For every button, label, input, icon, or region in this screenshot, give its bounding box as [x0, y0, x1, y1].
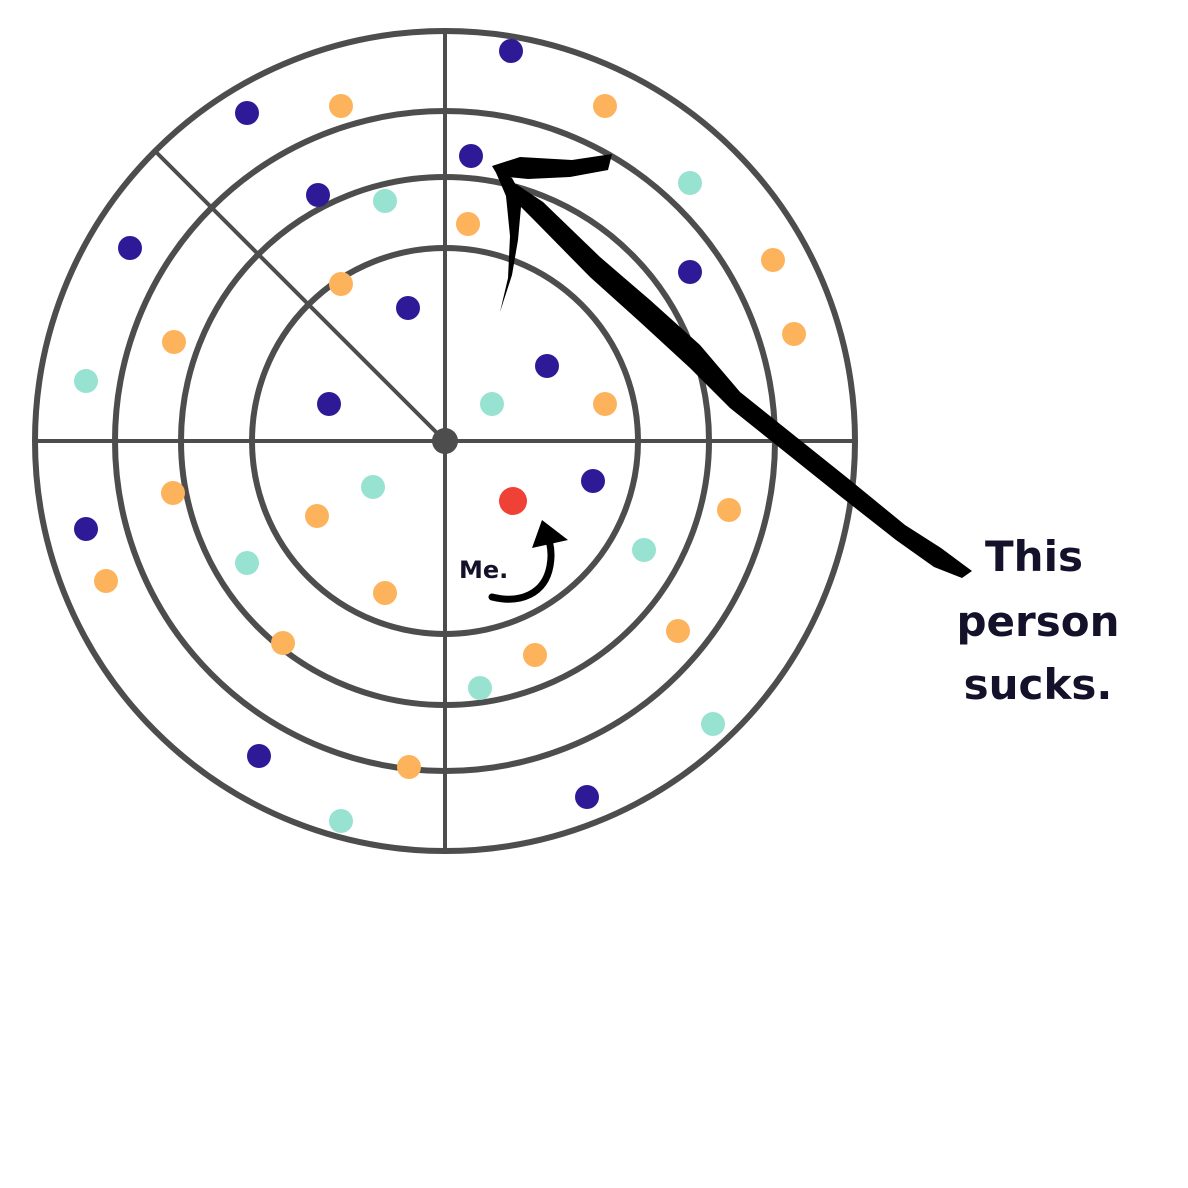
dot-mint: [235, 551, 259, 575]
dot-orange: [593, 94, 617, 118]
callout-arrow: [492, 154, 972, 578]
callout-line-3: sucks.: [964, 660, 1113, 709]
dot-orange: [523, 643, 547, 667]
dot-navy: [317, 392, 341, 416]
me-label: Me.: [459, 556, 508, 584]
dot-navy: [678, 260, 702, 284]
dot-orange: [329, 94, 353, 118]
center-dot: [432, 428, 458, 454]
callout-arrow-head-upper: [492, 154, 612, 179]
dot-navy: [535, 354, 559, 378]
dot-orange: [271, 631, 295, 655]
dot-navy: [581, 469, 605, 493]
dot-mint: [74, 369, 98, 393]
dot-navy: [459, 144, 483, 168]
dot-orange: [161, 481, 185, 505]
dot-navy: [306, 183, 330, 207]
callout-line-1: This: [985, 532, 1083, 581]
dot-orange: [305, 504, 329, 528]
dot-mint: [678, 171, 702, 195]
dot-mint: [329, 809, 353, 833]
me-arrow: [488, 520, 568, 603]
dot-orange: [162, 330, 186, 354]
dot-navy: [499, 39, 523, 63]
dot-orange: [666, 619, 690, 643]
dot-mint: [480, 392, 504, 416]
dot-orange: [593, 392, 617, 416]
dot-navy: [575, 785, 599, 809]
dot-navy: [235, 101, 259, 125]
dot-orange: [94, 569, 118, 593]
dot-orange: [761, 248, 785, 272]
dot-mint: [701, 712, 725, 736]
callout-arrow-head-lower: [494, 168, 522, 312]
callout-line-2: person: [956, 597, 1119, 646]
dot-orange: [329, 272, 353, 296]
dot-orange: [373, 581, 397, 605]
dot-mint: [373, 189, 397, 213]
dot-navy: [118, 236, 142, 260]
dot-mint: [361, 475, 385, 499]
dot-orange: [782, 322, 806, 346]
dot-orange: [717, 498, 741, 522]
me-dot: [499, 487, 527, 515]
dot-navy: [396, 296, 420, 320]
dots-layer: [74, 39, 806, 833]
callout-arrow-shaft: [510, 184, 972, 578]
dot-mint: [632, 538, 656, 562]
me-arrow-head: [532, 520, 568, 548]
dot-navy: [74, 517, 98, 541]
dot-orange: [456, 212, 480, 236]
axis-diagonal: [153, 149, 447, 443]
dot-navy: [247, 744, 271, 768]
dot-orange: [397, 755, 421, 779]
dot-mint: [468, 676, 492, 700]
